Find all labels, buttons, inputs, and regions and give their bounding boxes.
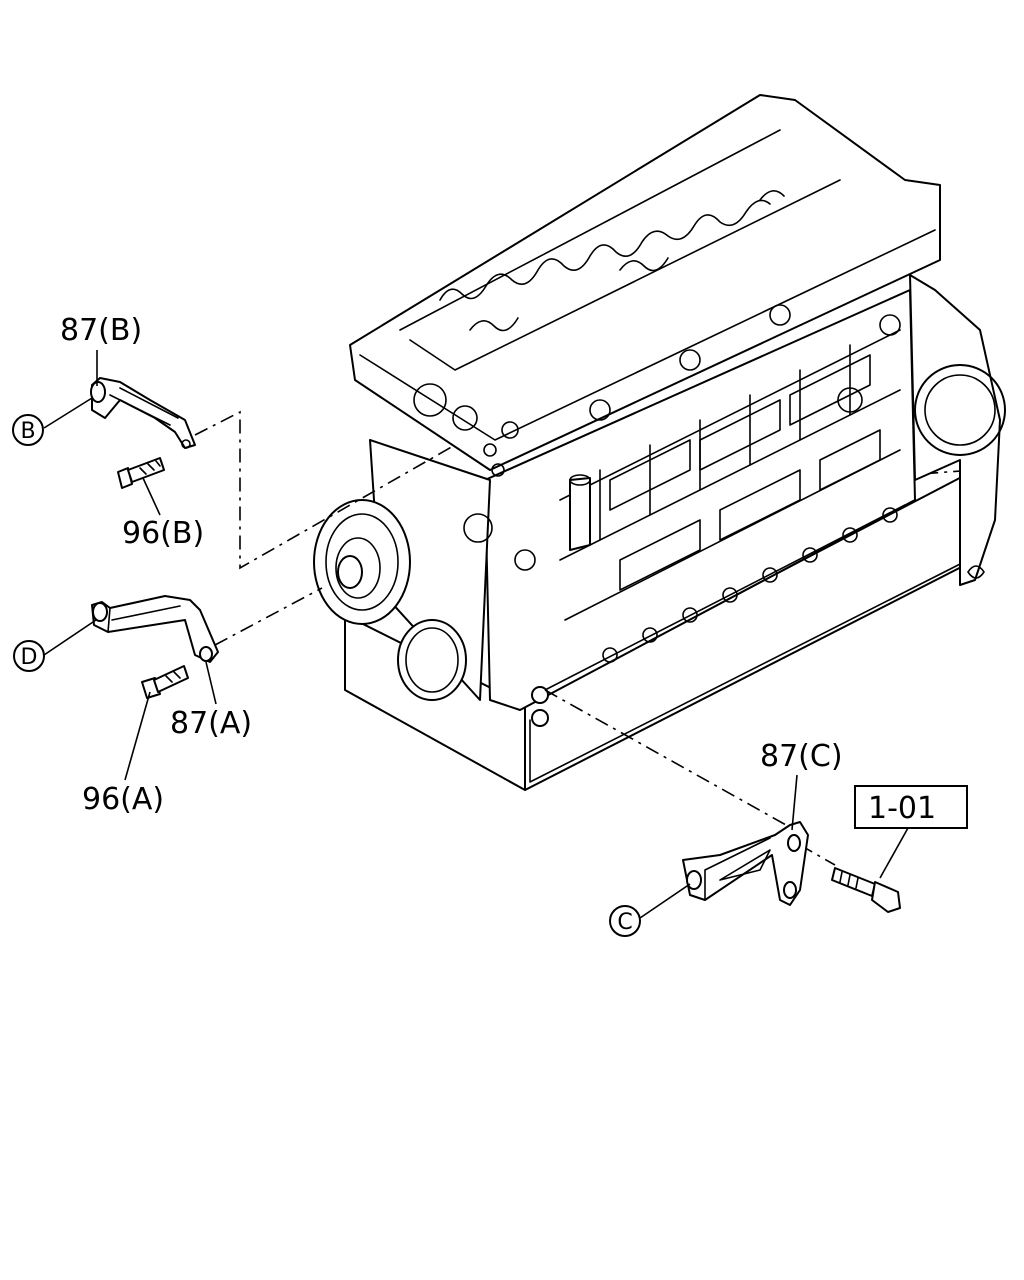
bracket-87b (90, 377, 196, 449)
marker-d: D (13, 640, 45, 672)
marker-b-text: B (20, 419, 35, 444)
label-87a: 87(A) (170, 706, 252, 741)
label-87c: 87(C) (760, 739, 843, 774)
bolt-96b (117, 457, 165, 489)
bolt-1-01 (831, 867, 901, 913)
label-87b: 87(B) (60, 313, 142, 348)
bracket-87c (682, 821, 809, 906)
bracket-87a (91, 595, 219, 663)
bolt-96a (141, 665, 189, 699)
leader-lines (43, 350, 909, 919)
label-96b: 96(B) (122, 516, 204, 551)
marker-d-text: D (21, 645, 38, 670)
engine-block (313, 94, 1006, 791)
label-96a: 96(A) (82, 782, 164, 817)
marker-c: C (609, 905, 641, 937)
marker-c-text: C (617, 910, 632, 935)
label-1-01: 1-01 (868, 791, 936, 826)
ref-box-1-01 (854, 785, 968, 829)
marker-b: B (12, 414, 44, 446)
